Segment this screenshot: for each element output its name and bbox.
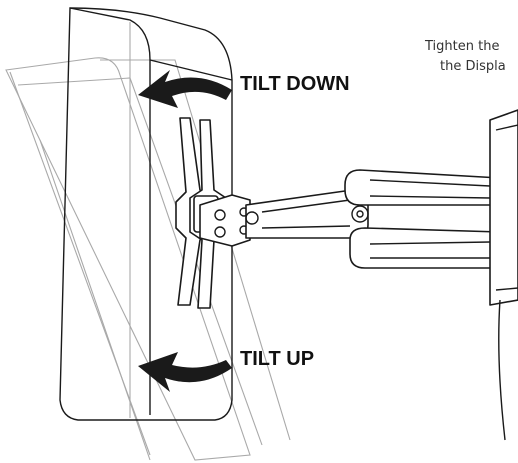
tilt-up-arrow-icon bbox=[138, 352, 232, 392]
instruction-note-line-2: the Displa bbox=[440, 59, 506, 74]
tilt-up-label: TILT UP bbox=[240, 348, 314, 370]
display-panel bbox=[59, 7, 233, 421]
tilt-down-arrow-icon bbox=[138, 70, 232, 108]
parallel-arms bbox=[344, 169, 510, 269]
display-ghost-outlines bbox=[5, 57, 291, 461]
instruction-note-line-1: Tighten the bbox=[424, 39, 499, 54]
wall-plate bbox=[489, 109, 518, 441]
tilt-down-label: TILT DOWN bbox=[240, 73, 350, 95]
tilt-bracket bbox=[199, 194, 251, 247]
